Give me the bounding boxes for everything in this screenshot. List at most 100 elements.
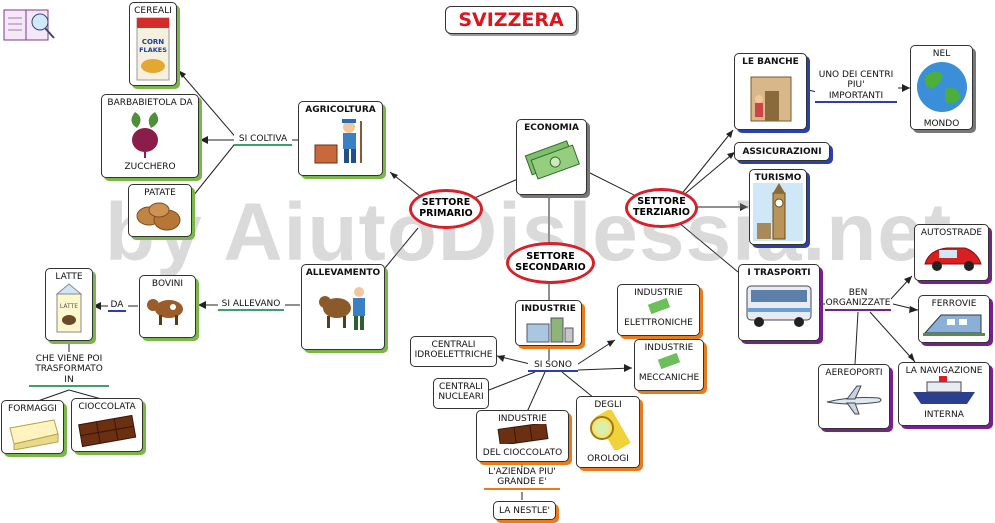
factory-icon	[526, 317, 573, 343]
cioccolato-label-1: INDUSTRIE	[498, 414, 547, 424]
trasporti-node: I TRASPORTI	[738, 264, 820, 341]
navigazione-label-1: LA NAVIGAZIONE	[905, 366, 983, 376]
nel-mondo-label-1: NEL	[932, 49, 951, 59]
latte-node: LATTE LATTE	[45, 268, 93, 341]
settore-terziario: SETTORE TERZIARIO	[625, 188, 698, 228]
ship-icon	[913, 376, 975, 405]
cioccolata-label: CIOCCOLATA	[78, 402, 136, 412]
bovini-label: BOVINI	[151, 279, 184, 289]
ben-organizzate-line2: ORGANIZZATE	[825, 298, 891, 309]
train-icon	[923, 314, 985, 337]
settore-terziario-line1: SETTORE	[637, 196, 686, 208]
elettroniche-label-2: ELETTRONICHE	[624, 317, 693, 328]
settore-primario-line1: SETTORE	[421, 197, 471, 209]
azienda-line1: L'AZIENDA PIU'	[488, 467, 556, 477]
si-coltiva-label: SI COLTIVA	[234, 134, 292, 147]
nucleari-label-1: CENTRALI	[439, 382, 483, 392]
milk-carton-text: LATTE	[60, 303, 78, 310]
big-ben-icon	[753, 183, 803, 242]
turismo-label: TURISMO	[754, 173, 802, 183]
gear-icon	[657, 353, 681, 370]
cow-icon	[146, 299, 183, 326]
orologi-node: DEGLI OROLOGI	[576, 396, 640, 468]
ferrovie-node: FERROVIE	[918, 295, 990, 343]
settore-secondario-line2: SECONDARIO	[515, 262, 586, 273]
trasporti-label: I TRASPORTI	[747, 268, 811, 278]
assicurazioni-label: ASSICURAZIONI	[742, 147, 822, 157]
chocolate-bar-icon	[497, 422, 548, 447]
settore-secondario: SETTORE SECONDARIO	[506, 242, 595, 284]
bus-icon	[746, 285, 812, 328]
assicurazioni-node: ASSICURAZIONI	[734, 142, 830, 161]
chocolate-icon	[78, 415, 137, 448]
orologi-label-2: OROLOGI	[587, 453, 629, 464]
agricoltura-node: AGRICOLTURA	[298, 101, 383, 176]
latte-label: LATTE	[55, 272, 83, 282]
cow-farmer-icon	[319, 287, 365, 331]
che-viene-line2: TRASFORMATO	[35, 364, 103, 375]
patate-node: PATATE	[128, 184, 192, 237]
barbabietola-label-2: ZUCCHERO	[124, 161, 176, 172]
ben-organizzate-line1: BEN	[848, 288, 868, 298]
idroelettriche-label-2: IDROELETTRICHE	[414, 350, 493, 361]
watch-icon	[590, 408, 631, 453]
azienda-line2: GRANDE E'	[497, 477, 547, 488]
che-viene-line1: CHE VIENE POI	[35, 354, 103, 364]
agricoltura-label: AGRICOLTURA	[305, 105, 376, 115]
book-icon	[3, 9, 55, 41]
turismo-node: TURISMO	[749, 169, 807, 245]
money-icon	[524, 140, 580, 180]
idroelettriche-node: CENTRALI IDROELETTRICHE	[410, 336, 497, 367]
cioccolata-node: CIOCCOLATA	[71, 398, 143, 452]
uno-dei-centri-line1: UNO DEI CENTRI	[818, 70, 894, 80]
banche-label: LE BANCHE	[742, 57, 799, 67]
autostrade-node: AUTOSTRADE	[914, 224, 989, 281]
cereal-box-text-corn: CORN	[142, 38, 164, 46]
cereali-label: CEREALI	[134, 6, 172, 16]
banche-node: LE BANCHE	[734, 53, 807, 130]
ferrovie-label: FERROVIE	[931, 299, 977, 309]
airplane-icon	[826, 385, 882, 415]
settore-primario: SETTORE PRIMARIO	[409, 189, 483, 229]
car-icon	[923, 247, 982, 272]
nel-mondo-node: NEL MONDO	[910, 45, 973, 130]
meccaniche-label-2: MECCANICHE	[638, 372, 700, 383]
orologi-label-1: DEGLI	[594, 400, 622, 410]
formaggi-label: FORMAGGI	[8, 404, 57, 414]
navigazione-node: LA NAVIGAZIONE INTERNA	[898, 362, 990, 426]
barbabietola-label: BARBABIETOLA DA	[107, 98, 193, 108]
milk-carton-icon: LATTE	[55, 283, 83, 333]
che-viene-line3: IN	[64, 374, 74, 385]
allevamento-label: ALLEVAMENTO	[305, 268, 381, 278]
si-allevano-label: SI ALLEVANO	[218, 299, 284, 312]
beet-icon	[131, 112, 159, 159]
navigazione-label-2: INTERNA	[924, 409, 964, 420]
meccaniche-label-1: INDUSTRIE	[644, 343, 694, 353]
elettroniche-node: INDUSTRIE ELETTRONICHE	[617, 284, 700, 336]
meccaniche-node: INDUSTRIE MECCANICHE	[634, 339, 704, 391]
nucleari-node: CENTRALI NUCLEARI	[433, 378, 489, 409]
potatoes-icon	[136, 202, 181, 231]
da-label: DA	[108, 300, 126, 313]
cioccolato-label-2: DEL CIOCCOLATO	[482, 447, 563, 458]
cereal-box-icon: CORN FLAKES	[136, 17, 170, 81]
farmer-icon	[314, 119, 362, 164]
si-sono-label: SI SONO	[528, 360, 578, 373]
bank-icon	[750, 76, 791, 122]
elettroniche-label-1: INDUSTRIE	[634, 288, 683, 298]
autostrade-label: AUTOSTRADE	[920, 228, 983, 238]
formaggi-node: FORMAGGI	[1, 400, 64, 454]
industrie-label: INDUSTRIE	[521, 304, 576, 314]
cheese-icon	[8, 419, 59, 451]
che-viene-label: CHE VIENE POI TRASFORMATO IN	[29, 354, 109, 388]
uno-dei-centri-line3: IMPORTANTI	[828, 90, 884, 101]
cereali-node: CEREALI CORN FLAKES	[129, 2, 177, 86]
circuit-icon	[647, 298, 670, 315]
uno-dei-centri-label: UNO DEI CENTRI PIU' IMPORTANTI	[815, 70, 897, 104]
cioccolato-node: INDUSTRIE DEL CIOCCOLATO	[476, 410, 569, 462]
aeroporti-node: AEREOPORTI	[818, 364, 890, 429]
nel-mondo-label-2: MONDO	[923, 118, 960, 129]
patate-label: PATATE	[144, 188, 176, 198]
settore-primario-line2: PRIMARIO	[419, 208, 473, 219]
